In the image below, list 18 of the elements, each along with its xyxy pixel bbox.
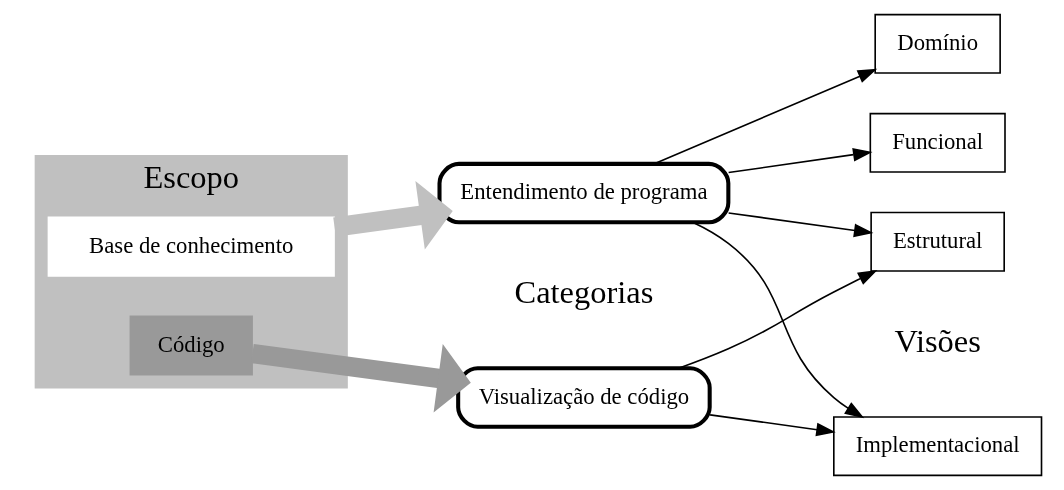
arrow: [727, 147, 873, 174]
node-box: Estrutural: [870, 211, 1005, 272]
node-box: Funcional: [869, 112, 1006, 173]
label: Categorias: [514, 274, 654, 311]
arrow: [333, 181, 453, 250]
arrow: [653, 68, 878, 165]
node-box: Entendimento de programa: [437, 161, 731, 225]
label: Visões: [894, 323, 981, 360]
arrow: [251, 343, 471, 413]
arrow: [727, 212, 874, 238]
node-box: Domínio: [874, 13, 1001, 74]
node-box: Visualização de código: [456, 366, 712, 429]
node-box: Base de conhecimento: [47, 216, 335, 277]
node-box: Código: [129, 315, 253, 376]
arrow: [692, 221, 865, 419]
arrow: [709, 414, 836, 437]
node-box: Implementacional: [833, 416, 1043, 477]
arrow: [677, 270, 878, 370]
